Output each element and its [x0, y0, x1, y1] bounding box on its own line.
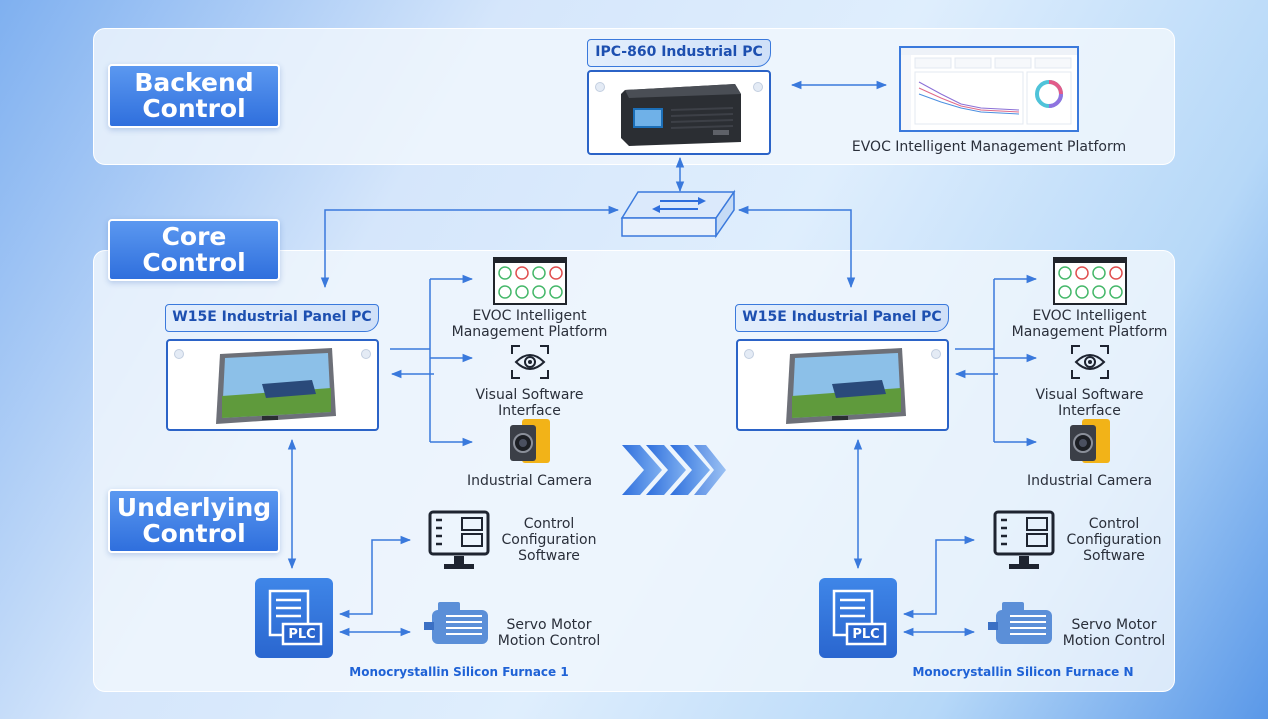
ipc-860-box: [587, 70, 771, 155]
screw-dot: [744, 349, 754, 359]
backend-platform-caption: EVOC Intelligent Management Platform: [851, 139, 1127, 155]
left-eye-scan-icon: [511, 345, 549, 379]
screw-dot: [931, 349, 941, 359]
right-plc-label: PLC: [852, 627, 880, 642]
panel-pc-icon: [216, 348, 336, 424]
left-plc-label: PLC: [288, 627, 316, 642]
right-plc-block: PLC: [819, 578, 897, 658]
left-platform-caption: EVOC Intelligent Management Platform: [451, 308, 608, 340]
left-config-software-monitor-icon: [428, 510, 490, 569]
screw-dot: [174, 349, 184, 359]
left-panel-pc-title: W15E Industrial Panel PC: [165, 304, 379, 332]
ipc-860-title: IPC-860 Industrial PC: [587, 39, 771, 67]
left-visual-caption: Visual Software Interface: [475, 387, 584, 419]
right-config-software-monitor-icon: [993, 510, 1055, 569]
industrial-pc-chassis-icon: [621, 84, 741, 146]
left-config-caption: Control Configuration Software: [501, 516, 597, 564]
right-panel-pc-box: [736, 339, 949, 431]
backend-control-label: Backend Control: [108, 64, 280, 128]
right-industrial-camera-icon: [1070, 419, 1110, 463]
right-dashboard-gauges-icon: [1053, 257, 1127, 305]
dashboard-chart-icon: [901, 48, 1077, 130]
network-switch-icon: [620, 189, 736, 239]
right-servo-caption: Servo Motor Motion Control: [1062, 617, 1166, 649]
left-servo-caption: Servo Motor Motion Control: [497, 617, 601, 649]
left-servo-motor-icon: [424, 602, 488, 644]
right-panel-pc-title: W15E Industrial Panel PC: [735, 304, 949, 332]
screw-dot: [595, 82, 605, 92]
chevron-arrows-icon: [622, 445, 726, 495]
right-platform-caption: EVOC Intelligent Management Platform: [1011, 308, 1168, 340]
screw-dot: [753, 82, 763, 92]
management-platform-screenshot: [899, 46, 1079, 132]
left-industrial-camera-icon: [510, 419, 550, 463]
panel-pc-icon: [786, 348, 906, 424]
right-camera-caption: Industrial Camera: [1026, 473, 1153, 489]
screw-dot: [361, 349, 371, 359]
right-plc-document-icon: [832, 589, 887, 646]
left-furnace-caption: Monocrystallin Silicon Furnace 1: [349, 665, 569, 679]
left-panel-pc-box: [166, 339, 379, 431]
right-servo-motor-icon: [988, 602, 1052, 644]
right-furnace-caption: Monocrystallin Silicon Furnace N: [912, 665, 1134, 679]
right-config-caption: Control Configuration Software: [1066, 516, 1162, 564]
right-eye-scan-icon: [1071, 345, 1109, 379]
left-camera-caption: Industrial Camera: [466, 473, 593, 489]
core-control-label: Core Control: [108, 219, 280, 281]
underlying-control-label: Underlying Control: [108, 489, 280, 553]
right-visual-caption: Visual Software Interface: [1035, 387, 1144, 419]
left-plc-block: PLC: [255, 578, 333, 658]
left-plc-document-icon: [268, 589, 323, 646]
